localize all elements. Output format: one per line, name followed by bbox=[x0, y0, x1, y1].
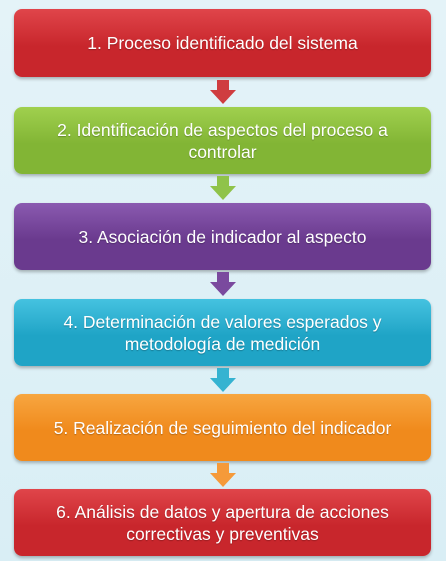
arrow-5-shape bbox=[210, 463, 236, 487]
step-6-box: 6. Análisis de datos y apertura de accio… bbox=[14, 489, 431, 556]
arrow-down-icon bbox=[210, 80, 236, 104]
arrow-3-shape bbox=[210, 272, 236, 296]
step-4-box: 4. Determinación de valores esperados y … bbox=[14, 299, 431, 366]
arrow-2-shape bbox=[210, 176, 236, 200]
step-2-label: 2. Identificación de aspectos del proces… bbox=[57, 119, 388, 162]
step-4-label: 4. Determinación de valores esperados y … bbox=[63, 311, 382, 354]
arrow-1-shape bbox=[210, 80, 236, 104]
arrow-down-icon bbox=[210, 368, 236, 392]
arrow-down-icon bbox=[210, 463, 236, 487]
arrow-4-shape bbox=[210, 368, 236, 392]
step-5-label: 5. Realización de seguimiento del indica… bbox=[53, 417, 392, 438]
step-1-box: 1. Proceso identificado del sistema bbox=[14, 9, 431, 77]
step-3-box: 3. Asociación de indicador al aspecto bbox=[14, 203, 431, 270]
step-1-label: 1. Proceso identificado del sistema bbox=[87, 33, 358, 53]
step-2-box: 2. Identificación de aspectos del proces… bbox=[14, 107, 431, 174]
step-5-box: 5. Realización de seguimiento del indica… bbox=[14, 394, 431, 461]
step-3-label: 3. Asociación de indicador al aspecto bbox=[78, 226, 367, 247]
arrow-down-icon bbox=[210, 176, 236, 200]
step-6-label: 6. Análisis de datos y apertura de accio… bbox=[56, 501, 389, 544]
arrow-down-icon bbox=[210, 272, 236, 296]
